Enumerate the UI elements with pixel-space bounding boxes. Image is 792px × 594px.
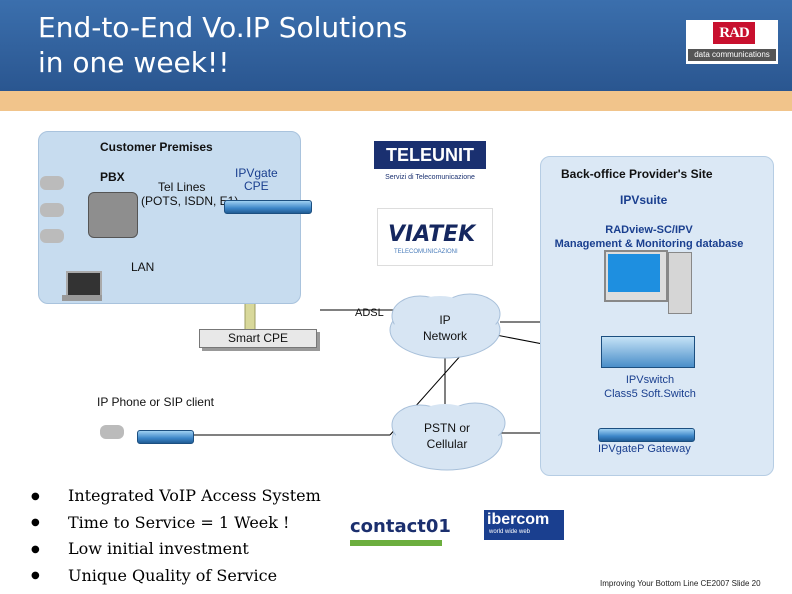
ip-phone-icon [100,425,124,439]
feature-list: ●Integrated VoIP Access System ●Time to … [30,483,321,589]
ipvgate-cpe-label: IPVgate CPE [235,166,278,193]
slide-title: End-to-End Vo.IP Solutions in one week!! [38,11,408,79]
list-item: ●Integrated VoIP Access System [31,486,321,505]
viatek-logo-sub: TELECOMUNICAZIONI [394,249,458,255]
viatek-logo-text: VIATEK [388,222,476,247]
backoffice-panel [540,156,774,476]
monitor-screen [608,254,660,292]
pstn-label: PSTN or Cellular [423,421,470,451]
ipvgatep-device [598,428,695,442]
phone-icon [40,176,64,190]
pstn-cloud [391,402,506,471]
teleunit-logo-sub: Servizi di Telecomunicazione [385,174,475,181]
ibercom-logo [484,510,564,540]
lan-label: LAN [131,260,155,274]
ip-network-cloud [389,293,501,359]
teleunit-logo [374,141,486,169]
ipvswitch-label: IPVswitch Class5 Soft.Switch [604,374,696,400]
list-item-text: Time to Service = 1 Week ! [68,512,290,532]
customer-premises-label: Customer Premises [100,140,213,154]
ipvswitch-device [601,336,695,368]
teleunit-logo-text: TELEUNIT [386,145,474,165]
title-bar [0,0,792,91]
laptop-icon [66,271,102,297]
ipvgate-cpe-device [224,200,312,214]
ipvsuite-label: IPVsuite [620,193,668,207]
backoffice-title: Back-office Provider's Site [561,167,713,181]
radview-label: RADview-SC/IPV Management & Monitoring d… [554,224,744,250]
list-item-text: Integrated VoIP Access System [68,486,321,505]
list-item: ●Low initial investment [31,539,249,558]
list-item-text: Low initial investment [68,539,249,558]
accent-band [0,91,792,111]
ibercom-logo-sub: world wide web [489,529,531,535]
tel-lines-types-label: (POTS, ISDN, E1) [141,194,239,208]
pbx-label: PBX [100,170,125,184]
viatek-logo [377,208,493,266]
phone-icon [40,203,64,217]
list-item-text: Unique Quality of Service [68,565,278,585]
slide-footer: Improving Your Bottom Line CE2007 Slide … [600,579,761,588]
laptop-base [62,295,102,301]
rad-logo-mark: RAD [713,22,755,44]
pbx-icon [88,192,138,238]
server-tower-icon [668,252,692,314]
list-item: ●Time to Service = 1 Week ! [31,512,290,532]
ip-network-label: IP Network [422,313,467,343]
ipvgatep-label: IPVgateP Gateway [598,443,691,455]
smart-cpe-box: Smart CPE [199,329,317,348]
ip-phone-device [137,430,194,444]
ip-phone-label: IP Phone or SIP client [97,395,214,409]
rad-logo-tagline: data communications [688,49,776,61]
phone-icon [40,229,64,243]
tel-lines-label: Tel Lines [158,180,206,194]
adsl-label: ADSL [355,307,384,319]
ibercom-logo-text: ibercom [487,511,550,528]
contact-logo: contact01 [350,516,451,537]
contact-logo-bar [350,540,442,546]
list-item: ●Unique Quality of Service [31,565,278,585]
